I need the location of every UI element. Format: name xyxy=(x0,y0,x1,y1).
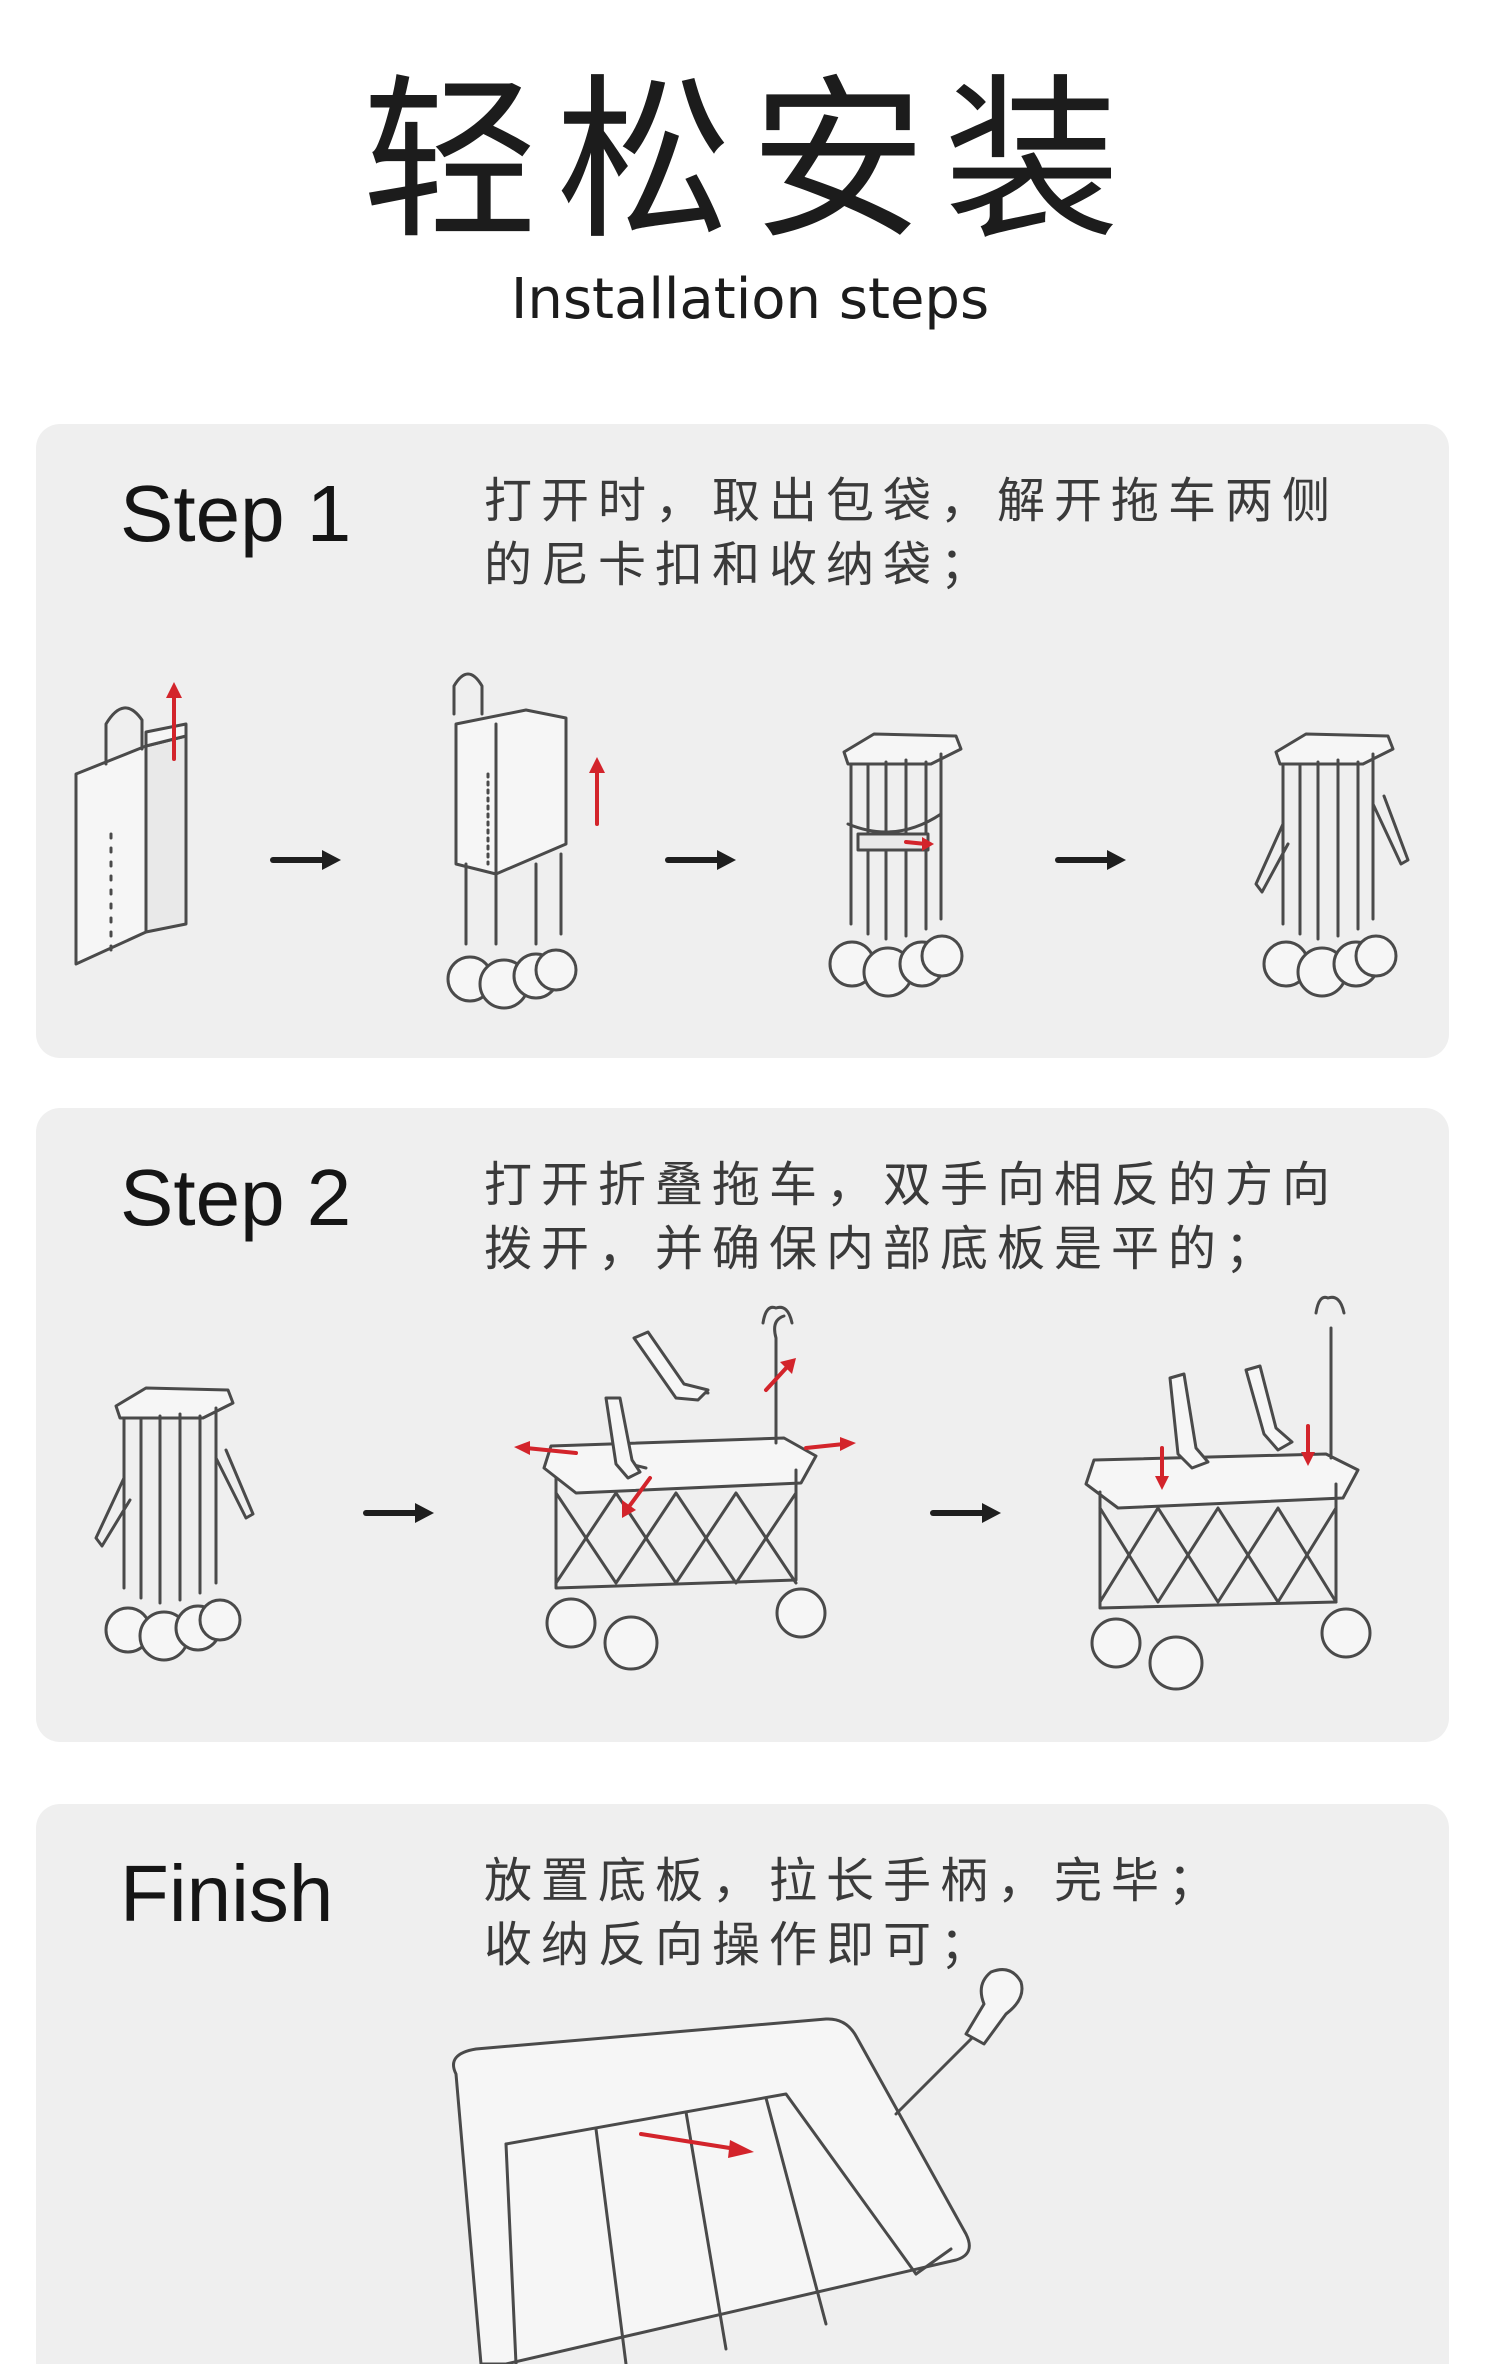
step-1-card: Step 1 打开时，取出包袋，解开拖车两侧 的尼卡扣和收纳袋； xyxy=(36,424,1449,1058)
arrow-right-icon xyxy=(1055,850,1126,870)
header: 轻松安装 Installation steps xyxy=(0,0,1500,380)
finish-desc-line-2: 收纳反向操作即可； xyxy=(484,1917,998,1973)
open-wagon-icon xyxy=(452,1968,1024,2364)
hand-icon xyxy=(1168,1364,1294,1470)
open-wagon-icon xyxy=(514,1305,856,1671)
step-2-description: 打开折叠拖车，双手向相反的方向 拨开，并确保内部底板是平的； xyxy=(484,1153,1404,1281)
bag-icon xyxy=(74,682,188,966)
finish-card: Finish 放置底板，拉长手柄，完毕； 收纳反向操作即可； xyxy=(36,1804,1449,2364)
page-subtitle: Installation steps xyxy=(510,267,990,332)
step-1-illustration xyxy=(74,672,1410,1010)
finish-desc-line-1: 放置底板，拉长手柄，完毕； xyxy=(484,1853,1226,1909)
open-wagon-icon xyxy=(1084,1295,1372,1691)
arrow-right-icon xyxy=(270,850,341,870)
folded-wagon-icon xyxy=(828,732,964,998)
step-1-desc-line-1: 打开时，取出包袋，解开拖车两侧 xyxy=(484,473,1340,529)
folded-wagon-icon xyxy=(446,672,605,1010)
finish-illustration xyxy=(452,1968,1024,2364)
step-1-label: Step 1 xyxy=(120,469,352,558)
step-1-desc-line-2: 的尼卡扣和收纳袋； xyxy=(484,537,998,593)
folded-wagon-icon xyxy=(94,1386,255,1662)
step-1-description: 打开时，取出包袋，解开拖车两侧 的尼卡扣和收纳袋； xyxy=(484,469,1404,597)
step-2-label: Step 2 xyxy=(120,1153,352,1242)
finish-description: 放置底板，拉长手柄，完毕； 收纳反向操作即可； xyxy=(484,1849,1404,1977)
arrow-right-icon xyxy=(363,1503,434,1523)
handle-icon xyxy=(964,1968,1024,2046)
finish-label: Finish xyxy=(120,1849,334,1938)
hand-icon xyxy=(604,1330,710,1480)
arrow-right-icon xyxy=(665,850,736,870)
step-2-card: Step 2 打开折叠拖车，双手向相反的方向 拨开，并确保内部底板是平的； xyxy=(36,1108,1449,1742)
arrow-right-icon xyxy=(930,1503,1001,1523)
page-title: 轻松安装 xyxy=(361,59,1138,264)
step-2-desc-line-2: 拨开，并确保内部底板是平的； xyxy=(484,1221,1283,1277)
step-2-desc-line-1: 打开折叠拖车，双手向相反的方向 xyxy=(484,1157,1340,1213)
folded-wagon-icon xyxy=(1254,732,1410,998)
step-2-illustration xyxy=(94,1295,1372,1691)
